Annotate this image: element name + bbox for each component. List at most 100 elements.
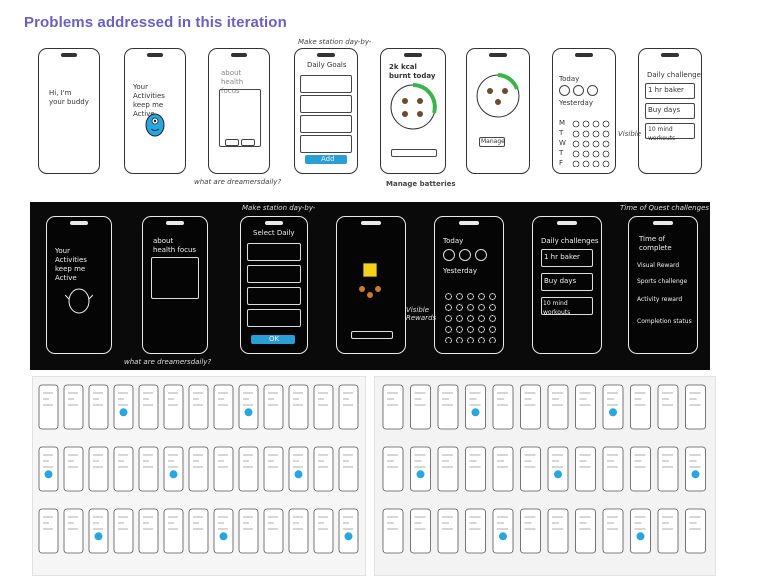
storyboard-phone [63,508,84,554]
storyboard-phone [188,446,209,492]
sketch-board-dark: Your Activities keep me Active about hea… [30,202,710,370]
storyboard-phone [213,446,234,492]
sketch-circle [587,85,598,96]
sketch-text: Buy days [648,106,681,114]
storyboard-phone [547,384,569,430]
sketch-button [241,139,255,146]
sketch-button [225,139,239,146]
sketch-grid [571,119,611,167]
storyboard-phone [575,508,596,554]
blue-monster-icon [145,113,165,137]
sketch-text: about health focus [221,69,244,95]
storyboard-phone [163,384,184,430]
sketch-text: Hi, I'm your buddy [49,89,89,106]
storyboard-phone [685,508,706,554]
storyboard-phone [492,508,514,554]
storyboard-mascot [94,532,103,541]
storyboard-phone [113,508,134,554]
storyboard-phone [465,446,486,492]
sketch-day-label: F [559,159,564,167]
sketch-circle [475,249,487,261]
storyboard-phone [410,508,431,554]
yellow-monster-icon [359,262,381,298]
sketch-phone-8: Daily challenge 1 hr baker Buy days 10 m… [638,48,702,174]
storyboard-phone [410,384,431,430]
sketch-card [300,75,352,93]
storyboard-mascot [416,470,425,479]
sketch-phone-7: Today Yesterday M T W T F [552,48,616,174]
storyboard-phone [163,446,184,492]
sketch-phone-dark-1: Your Activities keep me Active [46,216,112,354]
storyboard-phone [288,384,309,430]
storyboard-phone [38,446,59,492]
sketch-text: Time of complete [639,235,672,252]
sketch-bar [351,331,393,339]
storyboard-mascot [499,532,507,541]
sketch-text: 1 hr baker [544,253,580,261]
sketch-text: Completion status [637,318,692,325]
sketch-circle [559,85,570,96]
sketch-card [247,265,301,283]
storyboard-phone [63,384,84,430]
sketch-annotation: what are dreamersdaily? [194,178,282,186]
storyboard-phone [465,384,486,430]
storyboard-phone [338,508,359,554]
storyboard-phone [547,446,569,492]
sketch-text: 2k kcal burnt today [389,63,436,80]
storyboard-mascot [169,470,178,479]
storyboard-phone [602,446,624,492]
storyboard-mascot [294,470,303,479]
sketch-phone-3: about health focus [208,48,270,174]
sketch-annotation: what are dreamersdaily? [124,358,212,366]
sketch-card [300,95,352,113]
sketch-day-label: T [559,149,564,157]
sketch-text: Your Activities keep me Active [55,247,87,282]
storyboard-phone [263,446,284,492]
storyboard-phone [138,446,159,492]
sketch-text: Manage [481,138,505,145]
sketch-text: Daily Goals [307,61,347,69]
storyboard-minis [382,384,706,554]
sketch-phone-4: Daily Goals Add [294,48,358,174]
storyboard-phone [437,446,459,492]
storyboard-phone [520,446,541,492]
storyboard-phone [113,446,134,492]
storyboard-phone [238,384,259,430]
storyboard-phone [382,384,404,430]
storyboard-mascot [244,408,253,417]
storyboard-phone [547,508,569,554]
sketch-text: about health focus [153,237,197,254]
storyboard-phone [88,446,109,492]
storyboard-phone [575,384,596,430]
storyboard-mascot [609,408,617,417]
storyboard-phone [338,446,359,492]
storyboard-phone [63,446,84,492]
storyboard-phone [88,384,109,430]
storyboard-phone [410,446,431,492]
sketch-grid [443,291,497,343]
sketch-card [247,309,301,327]
storyboard-grid-right [374,376,716,576]
storyboard-phone [602,384,624,430]
sketch-card [645,123,695,139]
page-title: Problems addressed in this iteration [24,14,287,31]
sketch-text: Daily challenges [541,237,599,245]
sketch-bar [391,149,437,157]
sketch-text: Yesterday [559,99,593,107]
sketch-annotation: Visible [618,130,642,138]
storyboard-phone [238,508,259,554]
sketch-circle [443,249,455,261]
storyboard-phone [313,446,334,492]
storyboard-mascot [119,408,128,417]
sketch-phone-dark-2: about health focus [142,216,208,354]
sketch-phone-dark-4 [336,216,406,354]
storyboard-phone [138,384,159,430]
storyboard-phone [630,446,651,492]
sketch-button [251,335,295,344]
sketch-annotation: Make station day-by- [298,38,372,46]
progress-ring-icon [390,83,437,130]
storyboard-phone [657,446,679,492]
sketch-text: Add [321,155,335,163]
sketch-phone-dark-5: Today Yesterday [434,216,504,354]
storyboard-phone [492,446,514,492]
